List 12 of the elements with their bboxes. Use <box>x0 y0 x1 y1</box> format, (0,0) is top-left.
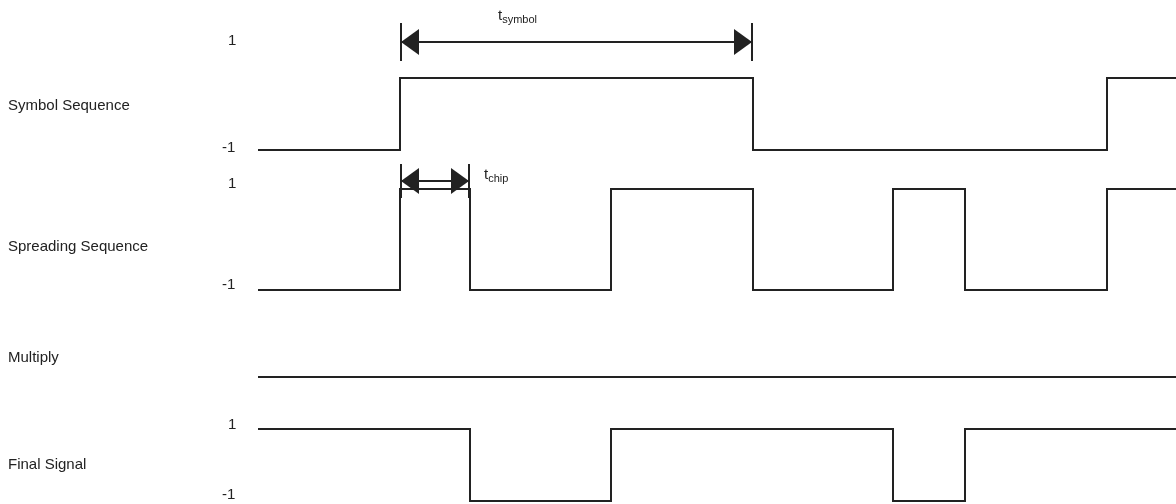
axis-tick-label: 1 <box>228 174 237 192</box>
axis-tick-label: 1 <box>228 415 237 433</box>
axis-tick-label: -1 <box>222 485 236 503</box>
signal-name: Final Signal <box>8 455 87 473</box>
signal-name: Symbol Sequence <box>8 96 130 114</box>
axis-tick-label: 1 <box>228 31 237 49</box>
dimension-label: t$_{chip}$ <box>484 165 509 186</box>
dimension-label: t$_{symbol}$ <box>498 6 537 27</box>
axis-tick-label: -1 <box>222 275 236 293</box>
signal-name: Spreading Sequence <box>8 237 149 255</box>
signal-name: Multiply <box>8 348 59 366</box>
axis-tick-label: -1 <box>222 138 236 156</box>
